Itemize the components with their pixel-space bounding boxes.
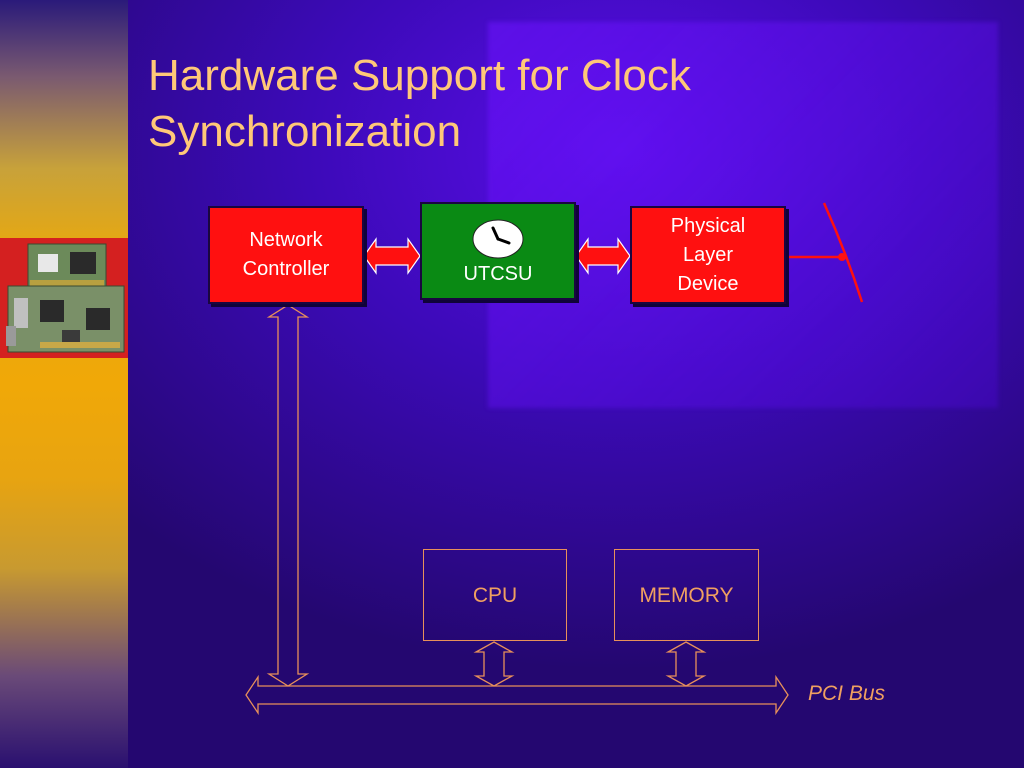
slide-title: Hardware Support for Clock Synchronizati… <box>148 51 691 156</box>
network-card-photo <box>0 238 128 358</box>
network-controller-block: Network Controller <box>208 206 364 304</box>
memory-label: MEMORY <box>639 583 734 607</box>
utcsu-block: UTCSU <box>420 202 576 300</box>
pci-bus-label: PCI Bus <box>808 682 886 705</box>
utcsu-label: UTCSU <box>463 262 533 285</box>
cpu-label: CPU <box>472 583 518 607</box>
cpu-bus-arrow <box>473 641 515 687</box>
network-controller-label: Network Controller <box>242 229 330 280</box>
clock-icon <box>472 219 524 258</box>
sidebar-band <box>0 0 128 768</box>
utcsu-phy-arrow <box>575 237 631 275</box>
nc-bus-arrow <box>266 304 310 687</box>
pci-bus-arrow <box>245 674 789 716</box>
cpu-block: CPU <box>423 549 567 641</box>
nc-utcsu-arrow <box>363 237 421 275</box>
physical-layer-block: Physical Layer Device <box>630 206 786 304</box>
phy-medium-node <box>838 253 846 261</box>
physical-layer-label: Physical Layer Device <box>670 214 746 295</box>
network-medium-curve <box>822 202 864 303</box>
memory-block: MEMORY <box>614 549 759 641</box>
memory-bus-arrow <box>665 641 707 687</box>
